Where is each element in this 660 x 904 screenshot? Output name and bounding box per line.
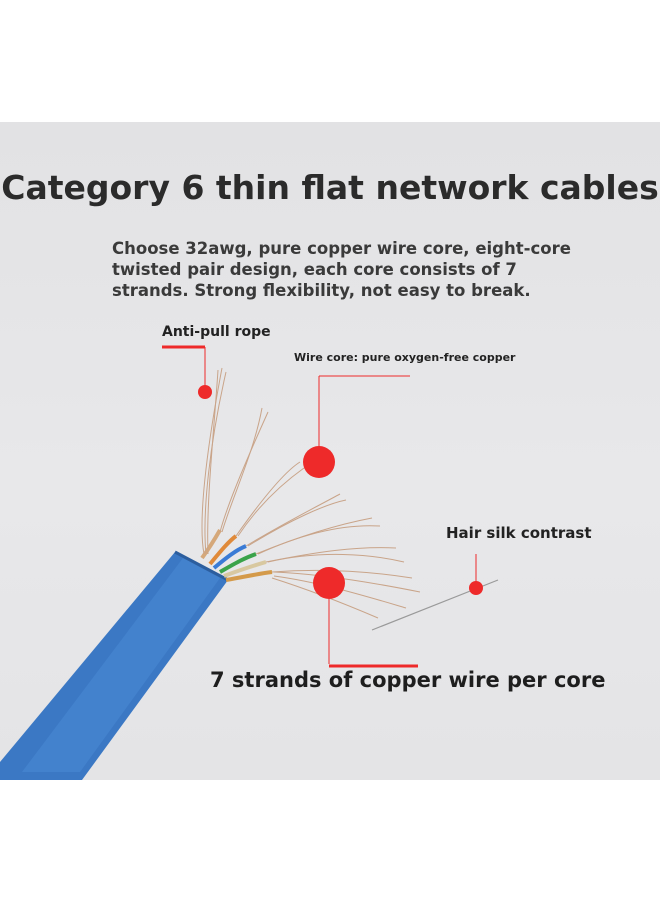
flat-cable	[0, 550, 229, 780]
product-photo	[0, 122, 660, 780]
description-text: Choose 32awg, pure copper wire core, eig…	[112, 239, 571, 300]
callout-anti-pull-rope: Anti-pull rope	[162, 324, 271, 340]
callout-hair-silk: Hair silk contrast	[446, 524, 592, 542]
cable-illustration	[0, 345, 499, 780]
callout-strands: 7 strands of copper wire per core	[210, 668, 606, 692]
copper-strands	[201, 367, 421, 619]
inner-wires	[200, 529, 273, 582]
page-title: Category 6 thin flat network cables	[1, 168, 659, 207]
callout-markers	[162, 345, 483, 668]
callout-wire-core: Wire core: pure oxygen-free copper	[294, 351, 516, 364]
